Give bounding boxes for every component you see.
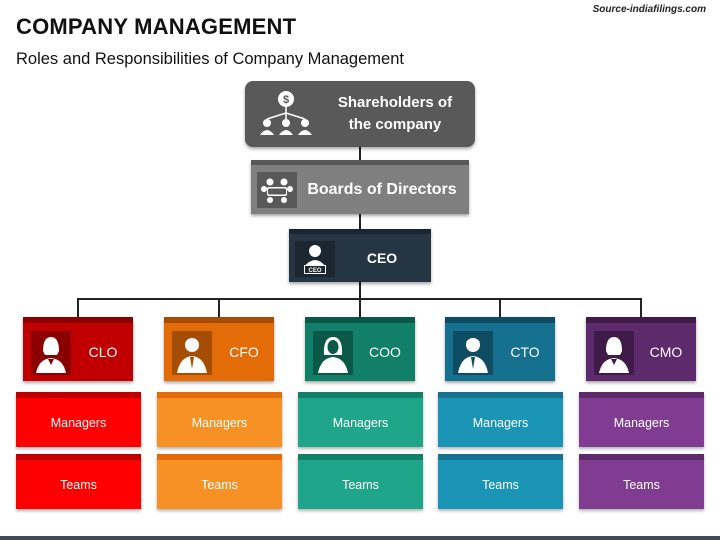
man-executive-icon — [172, 331, 212, 375]
exec-box-cfo: CFO — [164, 317, 274, 381]
teams-label-cfo: Teams — [201, 477, 238, 492]
meeting-table-icon — [257, 172, 297, 208]
teams-label-clo: Teams — [60, 477, 97, 492]
exec-label-cmo: CMO — [649, 344, 683, 360]
managers-label-cfo: Managers — [191, 415, 248, 430]
managers-box-cmo: Managers — [579, 392, 704, 447]
shareholders-label-line1: Shareholders of — [337, 94, 453, 111]
managers-box-coo: Managers — [298, 392, 423, 447]
connector-shareholders-board — [359, 147, 361, 160]
connector-board-ceo — [359, 214, 361, 229]
exec-label-cto: CTO — [510, 344, 540, 360]
managers-box-cto: Managers — [438, 392, 563, 447]
shareholders-label: Shareholders of the company — [323, 81, 467, 147]
ceo-badge-icon: CEO — [295, 241, 335, 277]
teams-box-coo: Teams — [298, 454, 423, 509]
woman-executive-icon — [594, 331, 634, 375]
svg-text:$: $ — [283, 94, 289, 106]
exec-box-clo: CLO — [23, 317, 133, 381]
board-of-directors-box: Boards of Directors — [251, 160, 469, 214]
shareholders-box: $ Shareholders of the company — [245, 81, 475, 147]
connector-bus-cto — [499, 298, 501, 317]
exec-box-cto: CTO — [445, 317, 555, 381]
svg-text:CEO: CEO — [308, 268, 321, 274]
teams-box-cmo: Teams — [579, 454, 704, 509]
managers-box-clo: Managers — [16, 392, 141, 447]
connector-bus-clo — [77, 298, 79, 317]
exec-label-coo: COO — [369, 344, 401, 360]
exec-label-clo: CLO — [88, 344, 118, 360]
connector-bus-cfo — [218, 298, 220, 317]
shareholders-dollar-icon: $ — [257, 89, 315, 139]
exec-label-cfo: CFO — [229, 344, 259, 360]
woman-hijab-icon — [313, 331, 353, 375]
teams-box-cto: Teams — [438, 454, 563, 509]
page-title: COMPANY MANAGEMENT — [16, 14, 297, 39]
board-label: Boards of Directors — [307, 180, 457, 198]
ceo-label: CEO — [366, 250, 398, 266]
woman-executive-icon — [31, 331, 71, 375]
managers-label-coo: Managers — [332, 415, 389, 430]
ceo-box: CEO CEO — [289, 229, 431, 282]
connector-bus-coo — [359, 298, 361, 317]
managers-box-cfo: Managers — [157, 392, 282, 447]
teams-box-clo: Teams — [16, 454, 141, 509]
managers-label-cmo: Managers — [613, 415, 670, 430]
connector-bus-cmo — [640, 298, 642, 317]
teams-label-cmo: Teams — [623, 477, 660, 492]
managers-label-clo: Managers — [50, 415, 107, 430]
exec-box-coo: COO — [305, 317, 415, 381]
teams-label-coo: Teams — [342, 477, 379, 492]
connector-ceo-bus — [359, 282, 361, 299]
footer-bar — [0, 536, 720, 540]
exec-box-cmo: CMO — [586, 317, 696, 381]
teams-label-cto: Teams — [482, 477, 519, 492]
shareholders-label-line2: the company — [348, 116, 442, 133]
teams-box-cfo: Teams — [157, 454, 282, 509]
man-executive-icon — [453, 331, 493, 375]
page-subtitle: Roles and Responsibilities of Company Ma… — [16, 50, 404, 68]
managers-label-cto: Managers — [472, 415, 529, 430]
source-credit: Source-indiafilings.com — [592, 4, 706, 15]
